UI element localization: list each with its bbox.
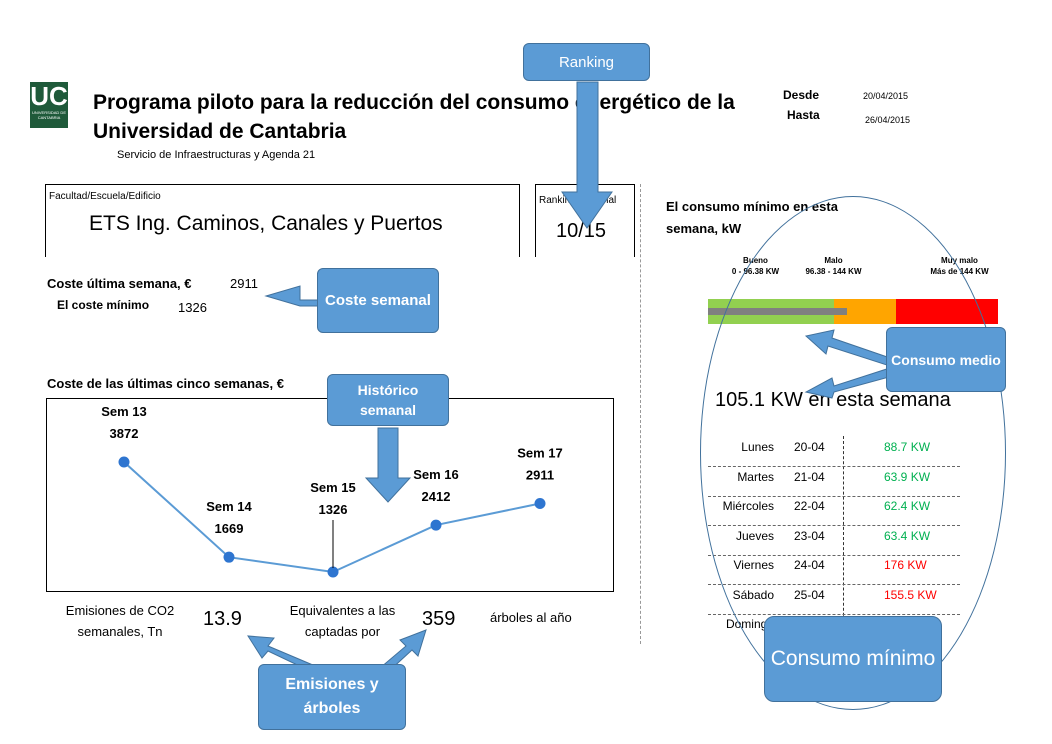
equiv-label: Equivalentes a las captadas por [280, 600, 405, 642]
category-label: Sem 15 [310, 480, 356, 495]
data-point [223, 551, 235, 563]
hasta-value: 26/04/2015 [865, 115, 911, 125]
title-line-1: Programa piloto para la reducción del co… [93, 91, 735, 114]
equiv-label-line-1: Equivalentes a las [289, 603, 396, 618]
desde-value: 20/04/2015 [863, 91, 909, 101]
facultad-box: Facultad/Escuela/Edificio ETS Ing. Camin… [45, 184, 520, 257]
coste-minimo-label: El coste mínimo [57, 298, 150, 312]
ranking-value: 10/15 [556, 220, 607, 242]
consumo-medio-callout: Consumo medio [886, 327, 1006, 392]
scale-muy-malo-name: Muy malo [941, 256, 978, 265]
coste-arrow [264, 285, 319, 307]
consumo-minimo-callout: Consumo mínimo [764, 616, 942, 702]
consumo-medio-arrow-top [804, 329, 897, 367]
data-label: 1669 [215, 521, 244, 536]
data-point [534, 498, 546, 510]
consumo-heading-line-1: El consumo mínimo en esta [666, 199, 838, 214]
data-label: 2412 [422, 489, 451, 504]
section-divider [640, 184, 641, 644]
data-point [430, 519, 442, 531]
coste-ultima-label: Coste última semana, € [47, 276, 192, 291]
coste-callout: Coste semanal [317, 268, 439, 333]
ranking-callout: Ranking [523, 43, 650, 81]
page-subtitle: Servicio de Infraestructuras y Agenda 21 [117, 149, 316, 161]
data-label: 3872 [110, 426, 139, 441]
logo-text: UC [30, 81, 68, 111]
historico-callout: Histórico semanal [327, 374, 449, 426]
arboles-value: 359 [422, 608, 456, 630]
data-point [118, 456, 130, 468]
desde-label: Desde [783, 88, 820, 102]
consumo-heading-line-2: semana, kW [666, 221, 742, 236]
historico-arrow [364, 427, 412, 503]
title-line-2: Universidad de Cantabria [93, 120, 347, 143]
coste-minimo-value: 1326 [178, 300, 207, 315]
coste-ultima-value: 2911 [230, 276, 258, 291]
logo-subtext: UNIVERSIDAD DE CANTABRIA [31, 110, 66, 120]
emisiones-callout: Emisiones y árboles [258, 664, 406, 730]
historico-label: Coste de las últimas cinco semanas, € [47, 376, 284, 391]
category-label: Sem 17 [517, 446, 563, 461]
category-label: Sem 13 [101, 404, 147, 419]
co2-value: 13.9 [203, 608, 242, 630]
arboles-label: árboles al año [490, 610, 572, 625]
co2-label: Emisiones de CO2 semanales, Tn [60, 600, 180, 642]
category-label: Sem 16 [413, 467, 459, 482]
page-title: Programa piloto para la reducción del co… [93, 88, 773, 146]
hasta-label: Hasta [787, 108, 820, 122]
co2-label-line-2: semanales, Tn [77, 624, 163, 639]
data-label: 2911 [526, 468, 554, 483]
consumo-heading: El consumo mínimo en esta semana, kW [666, 196, 838, 240]
co2-label-line-1: Emisiones de CO2 [65, 603, 175, 618]
ranking-arrow [561, 81, 613, 229]
data-label: 1326 [319, 502, 348, 517]
facultad-label: Facultad/Escuela/Edificio [49, 191, 161, 202]
category-label: Sem 14 [206, 499, 252, 514]
uc-logo: UC UNIVERSIDAD DE CANTABRIA [30, 82, 68, 128]
data-point [327, 566, 339, 578]
facultad-name: ETS Ing. Caminos, Canales y Puertos [89, 212, 443, 235]
equiv-label-line-2: captadas por [304, 624, 381, 639]
chart-frame [46, 398, 614, 592]
consumo-ellipse [700, 196, 1006, 710]
